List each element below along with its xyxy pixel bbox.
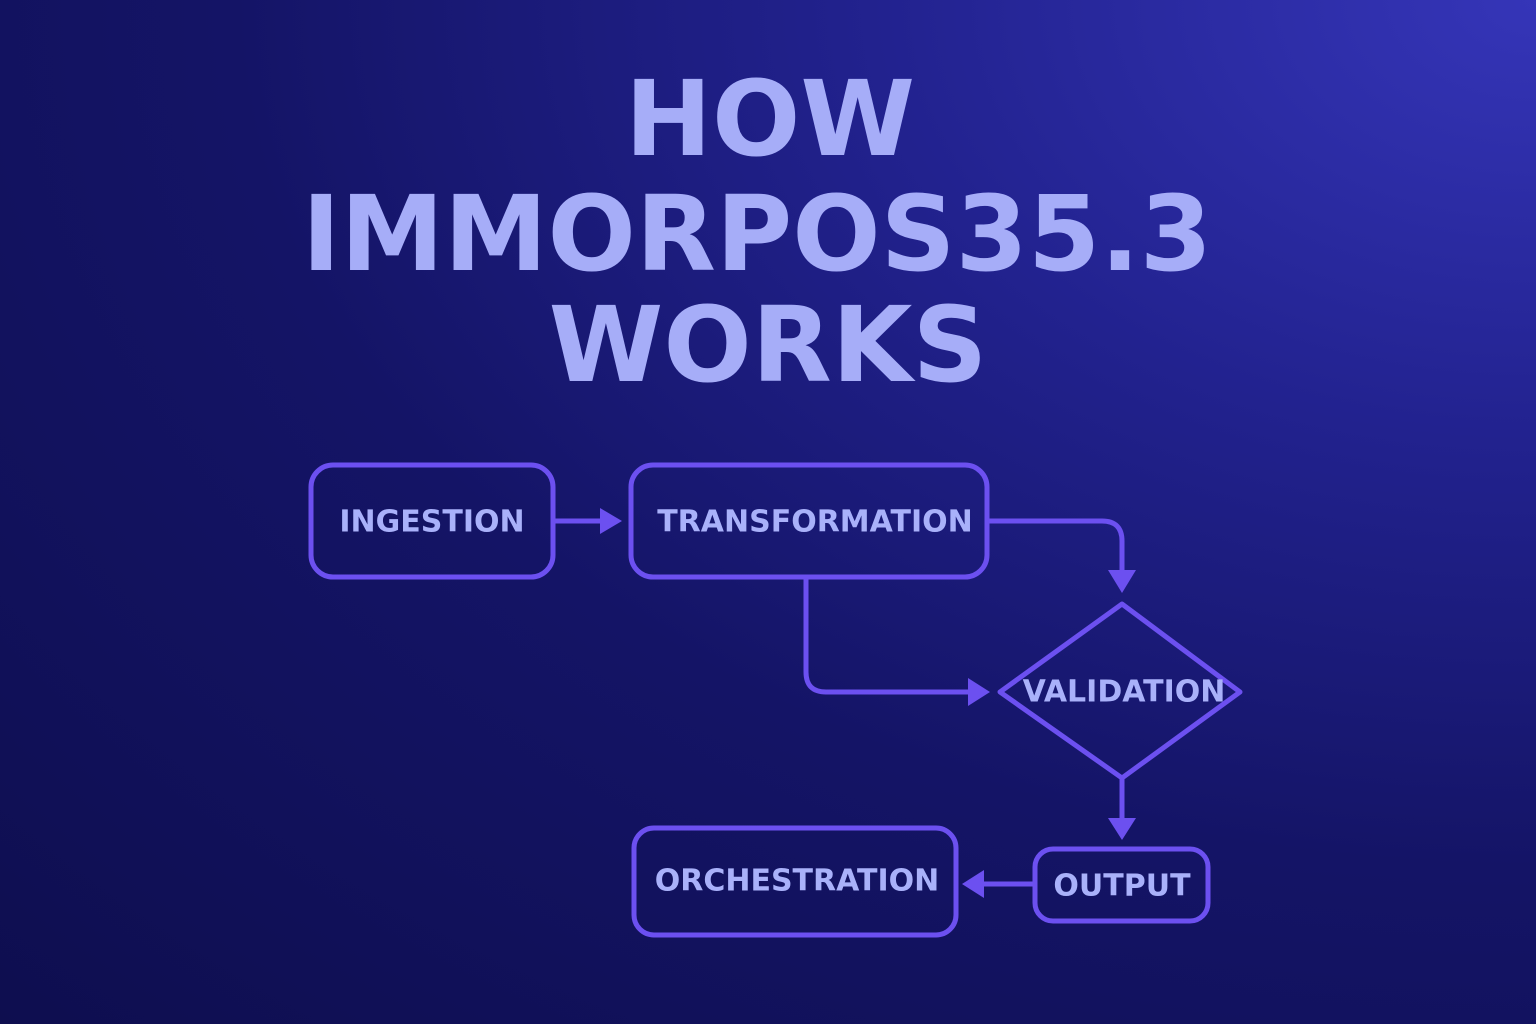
node-output: OUTPUT xyxy=(1032,846,1211,924)
node-transformation-label: TRANSFORMATION xyxy=(657,505,973,540)
edge-transformation-validation-side xyxy=(803,577,990,706)
edge-transformation-validation-top xyxy=(987,518,1136,593)
title-line-2: IMMORPOS35.3 xyxy=(302,173,1212,295)
title-line-3: WORKS xyxy=(549,284,988,406)
node-validation-label: VALIDATION xyxy=(1023,675,1226,710)
node-transformation: TRANSFORMATION xyxy=(628,462,990,580)
node-output-label: OUTPUT xyxy=(1053,869,1191,904)
node-validation: VALIDATION xyxy=(997,601,1243,781)
node-ingestion: INGESTION xyxy=(308,462,556,580)
node-ingestion-label: INGESTION xyxy=(339,505,524,540)
node-orchestration-label: ORCHESTRATION xyxy=(655,864,940,899)
edge-validation-output xyxy=(1108,778,1136,840)
title-line-1: HOW xyxy=(625,58,915,180)
edge-ingestion-transformation xyxy=(553,508,622,534)
node-orchestration: ORCHESTRATION xyxy=(631,825,959,938)
edge-output-orchestration xyxy=(962,870,1035,898)
